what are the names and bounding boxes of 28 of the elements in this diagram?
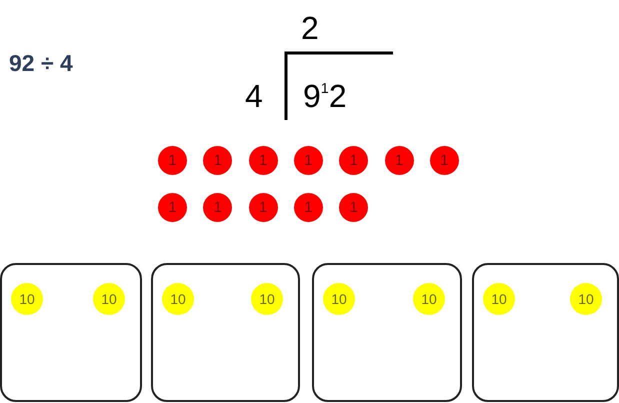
tens-counter: 10 xyxy=(413,283,445,315)
tens-counter: 10 xyxy=(11,283,43,315)
tens-counter: 10 xyxy=(251,283,283,315)
quotient: 2 xyxy=(301,12,319,44)
group-box xyxy=(151,263,300,402)
ones-counter: 1 xyxy=(158,193,187,222)
ones-counter: 1 xyxy=(203,193,232,222)
tens-counter: 10 xyxy=(93,283,125,315)
group-box xyxy=(312,263,462,402)
ones-counter: 1 xyxy=(384,146,414,175)
ones-counter: 1 xyxy=(294,193,323,222)
ones-counter: 1 xyxy=(430,146,459,175)
tens-counter: 10 xyxy=(323,283,355,315)
group-box xyxy=(0,263,142,402)
group-box xyxy=(472,263,619,402)
tens-counter: 10 xyxy=(483,283,515,315)
ones-counter: 1 xyxy=(158,146,187,175)
ones-counter: 1 xyxy=(203,146,232,175)
tens-counter: 10 xyxy=(570,283,602,315)
tens-counter: 10 xyxy=(162,283,194,315)
ones-counter: 1 xyxy=(339,146,368,175)
ones-counter: 1 xyxy=(248,146,278,175)
division-expression: 92 ÷ 4 xyxy=(9,52,73,75)
dividend: 9$^{1}$2 xyxy=(303,80,347,112)
ones-counter: 1 xyxy=(339,193,368,222)
ones-counter: 1 xyxy=(248,193,278,222)
ones-counter: 1 xyxy=(294,146,323,175)
divisor: 4 xyxy=(245,80,263,112)
